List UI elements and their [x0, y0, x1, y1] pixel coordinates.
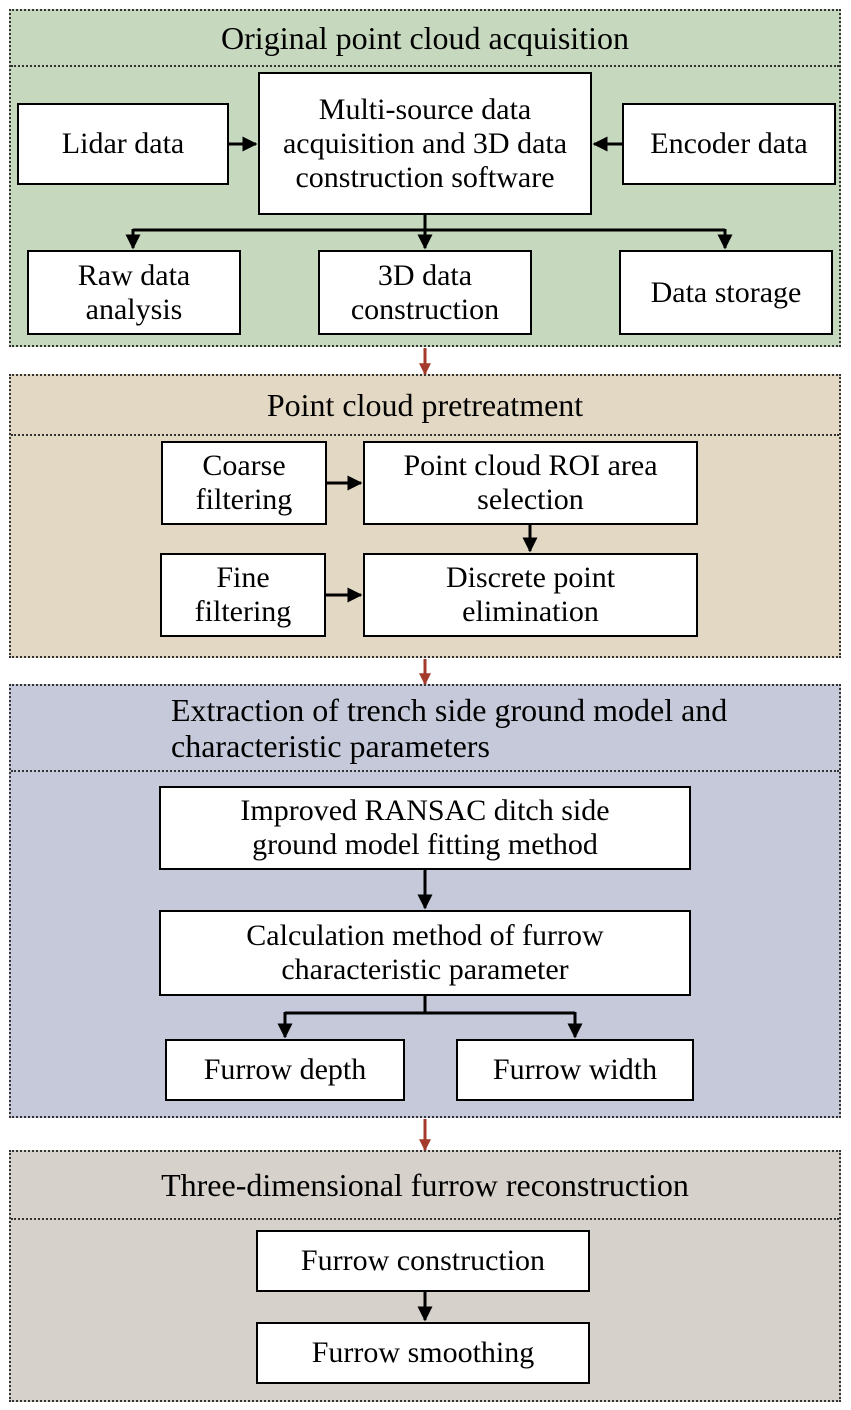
ransac-fitting-box: Improved RANSAC ditch side ground model … [159, 786, 691, 870]
furrow-smoothing-box: Furrow smoothing [256, 1322, 590, 1384]
discrete-point-elimination-box: Discrete point elimination [363, 553, 698, 637]
section-title-reconstruction: Three-dimensional furrow reconstruction [11, 1152, 839, 1220]
multi-source-software-box: Multi-source data acquisition and 3D dat… [258, 72, 592, 215]
section-extraction-parameters: Extraction of trench side ground model a… [9, 684, 841, 1118]
encoder-data-box: Encoder data [622, 103, 836, 185]
furrow-construction-box: Furrow construction [256, 1230, 590, 1292]
section-title-acquisition: Original point cloud acquisition [11, 11, 839, 67]
section-title-extraction: Extraction of trench side ground model a… [11, 686, 839, 772]
section-title-extraction-text: Extraction of trench side ground model a… [171, 692, 728, 764]
section-title-pretreatment: Point cloud pretreatment [11, 376, 839, 436]
raw-data-analysis-box: Raw data analysis [27, 250, 241, 335]
3d-data-construction-box: 3D data construction [318, 250, 532, 335]
calculation-method-box: Calculation method of furrow characteris… [159, 910, 691, 996]
furrow-depth-box: Furrow depth [165, 1039, 405, 1101]
lidar-data-box: Lidar data [17, 103, 229, 185]
data-storage-box: Data storage [619, 250, 833, 335]
fine-filtering-box: Fine filtering [160, 553, 326, 637]
roi-area-selection-box: Point cloud ROI area selection [363, 441, 698, 525]
coarse-filtering-box: Coarse filtering [161, 441, 327, 525]
furrow-width-box: Furrow width [456, 1039, 694, 1101]
